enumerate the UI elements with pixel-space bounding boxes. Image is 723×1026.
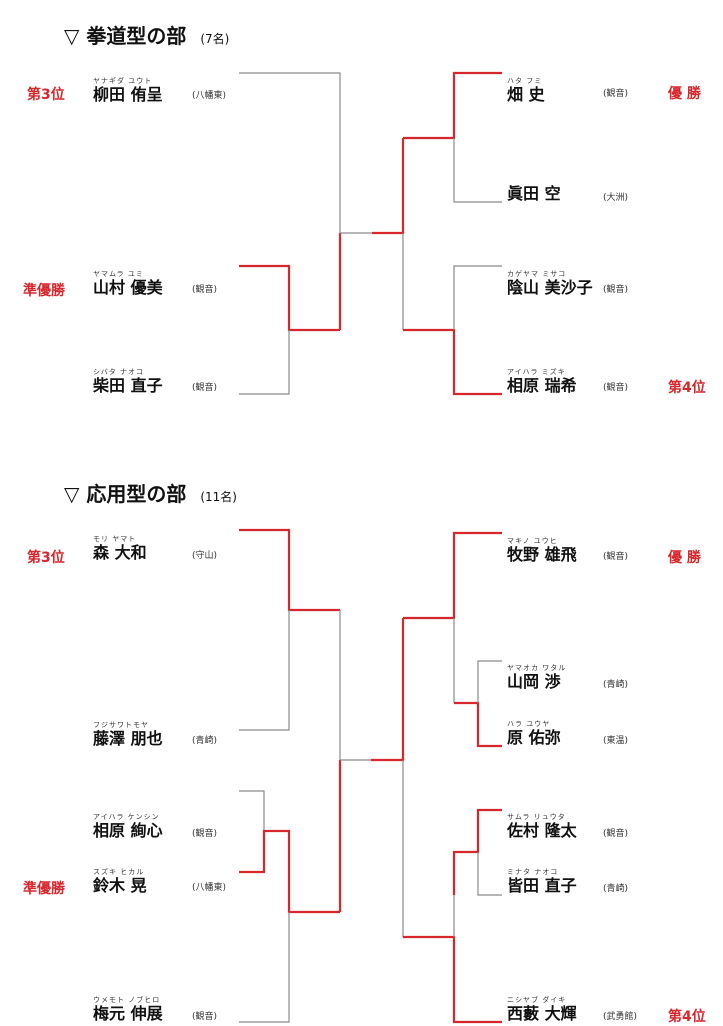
competitor-entry: ヤマオカ ワタル山岡 渉 bbox=[507, 663, 566, 691]
competitor-entry: アイハラ ケンシン相原 絢心 bbox=[93, 812, 163, 840]
competitor-name: 牧野 雄飛 bbox=[507, 545, 577, 564]
name-kana: ヤナギダ ユウト bbox=[93, 77, 153, 85]
competitor-name: 眞田 空 bbox=[507, 184, 561, 203]
participant-count: (11名) bbox=[200, 490, 237, 504]
affiliation: (東温) bbox=[603, 736, 629, 746]
affiliation: (守山) bbox=[192, 551, 218, 561]
name-kana: ミナタ ナオコ bbox=[507, 868, 559, 876]
competitor-entry: フジサワトモヤ藤澤 朋也 bbox=[93, 720, 163, 748]
place-label: 準優勝 bbox=[23, 283, 65, 299]
affiliation: (八幡東) bbox=[192, 883, 227, 893]
affiliation: (青崎) bbox=[603, 680, 629, 690]
section-title-applied: ▽ 応用型の部 (11名) bbox=[64, 478, 237, 507]
place-label: 第4位 bbox=[668, 380, 706, 396]
affiliation: (観音) bbox=[603, 383, 629, 393]
name-kana: サムラ リュウタ bbox=[507, 813, 566, 821]
competitor-entry: ハラ ユウヤ原 佑弥 bbox=[507, 719, 561, 747]
name-kana: アイハラ ケンシン bbox=[93, 813, 160, 821]
competitor-name: 皆田 直子 bbox=[507, 876, 577, 895]
competitor-name: 山岡 渉 bbox=[507, 672, 561, 691]
name-kana: シバタ ナオコ bbox=[93, 368, 145, 376]
affiliation: (青崎) bbox=[603, 884, 629, 894]
competitor-entry: サムラ リュウタ佐村 隆太 bbox=[507, 812, 577, 840]
competitor-name: 森 大和 bbox=[93, 543, 147, 562]
competitor-entry: アイハラ ミズキ相原 瑞希 bbox=[507, 367, 577, 395]
name-kana: アイハラ ミズキ bbox=[507, 368, 566, 376]
name-kana: スズキ ヒカル bbox=[93, 868, 145, 876]
competitor-entry: スズキ ヒカル鈴木 晃 bbox=[93, 867, 147, 895]
name-kana: ハラ ユウヤ bbox=[507, 720, 551, 728]
competitor-name: 相原 瑞希 bbox=[507, 376, 577, 395]
place-label: 第3位 bbox=[27, 87, 65, 103]
section-title-kendo: ▽ 拳道型の部 (7名) bbox=[64, 20, 229, 49]
competitor-name: 相原 絢心 bbox=[93, 821, 163, 840]
competitor-name: 鈴木 晃 bbox=[93, 876, 147, 895]
name-kana: カゲヤマ ミサコ bbox=[507, 270, 567, 278]
name-kana: ヤマオカ ワタル bbox=[507, 664, 567, 672]
place-label: 第3位 bbox=[27, 550, 65, 566]
name-kana: マキノ ユウヒ bbox=[507, 537, 558, 545]
competitor-entry: ミナタ ナオコ皆田 直子 bbox=[507, 867, 577, 895]
affiliation: (観音) bbox=[192, 383, 218, 393]
affiliation: (観音) bbox=[603, 552, 629, 562]
competitor-name: 佐村 隆太 bbox=[507, 821, 577, 840]
place-label: 第4位 bbox=[668, 1009, 706, 1025]
competitor-name: 柳田 侑呈 bbox=[93, 85, 163, 104]
section-title-text: ▽ 拳道型の部 bbox=[64, 24, 187, 48]
place-label: 優 勝 bbox=[668, 550, 701, 566]
name-kana: ヤマムラ ユミ bbox=[93, 270, 144, 278]
competitor-name: 畑 史 bbox=[507, 85, 545, 104]
competitor-entry: ニシヤブ ダイキ西藪 大輝 bbox=[507, 995, 577, 1023]
affiliation: (青崎) bbox=[192, 736, 218, 746]
competitor-name: 柴田 直子 bbox=[93, 376, 163, 395]
name-kana: ウメモト ノブヒロ bbox=[93, 996, 161, 1004]
place-label: 優 勝 bbox=[668, 86, 701, 102]
competitor-entry: ウメモト ノブヒロ梅元 伸展 bbox=[93, 995, 163, 1023]
competitor-name: 西藪 大輝 bbox=[507, 1004, 577, 1023]
affiliation: (武勇館) bbox=[603, 1012, 638, 1022]
name-kana: モリ ヤマト bbox=[93, 535, 137, 543]
competitor-name: 原 佑弥 bbox=[507, 728, 561, 747]
competitor-entry: ヤナギダ ユウト柳田 侑呈 bbox=[93, 76, 163, 104]
section-title-text: ▽ 応用型の部 bbox=[64, 482, 187, 506]
affiliation: (観音) bbox=[603, 89, 629, 99]
competitor-name: 山村 優美 bbox=[93, 278, 163, 297]
place-label: 準優勝 bbox=[23, 881, 65, 897]
competitor-name: 陰山 美沙子 bbox=[507, 278, 593, 297]
competitor-entry: マキノ ユウヒ牧野 雄飛 bbox=[507, 536, 577, 564]
competitor-entry: 眞田 空 bbox=[507, 175, 561, 203]
name-kana: ニシヤブ ダイキ bbox=[507, 996, 567, 1004]
affiliation: (八幡東) bbox=[192, 91, 227, 101]
competitor-entry: モリ ヤマト森 大和 bbox=[93, 534, 147, 562]
competitor-entry: ヤマムラ ユミ山村 優美 bbox=[93, 269, 163, 297]
competitor-name: 藤澤 朋也 bbox=[93, 729, 163, 748]
name-kana: ハタ フミ bbox=[507, 77, 543, 85]
affiliation: (観音) bbox=[603, 285, 629, 295]
affiliation: (観音) bbox=[192, 285, 218, 295]
name-kana: フジサワトモヤ bbox=[93, 721, 149, 729]
competitor-entry: ハタ フミ畑 史 bbox=[507, 76, 545, 104]
affiliation: (観音) bbox=[192, 1012, 218, 1022]
affiliation: (大洲) bbox=[603, 193, 629, 203]
affiliation: (観音) bbox=[192, 829, 218, 839]
participant-count: (7名) bbox=[200, 32, 230, 46]
affiliation: (観音) bbox=[603, 829, 629, 839]
competitor-entry: シバタ ナオコ柴田 直子 bbox=[93, 367, 163, 395]
competitor-name: 梅元 伸展 bbox=[93, 1004, 163, 1023]
competitor-entry: カゲヤマ ミサコ陰山 美沙子 bbox=[507, 269, 593, 297]
